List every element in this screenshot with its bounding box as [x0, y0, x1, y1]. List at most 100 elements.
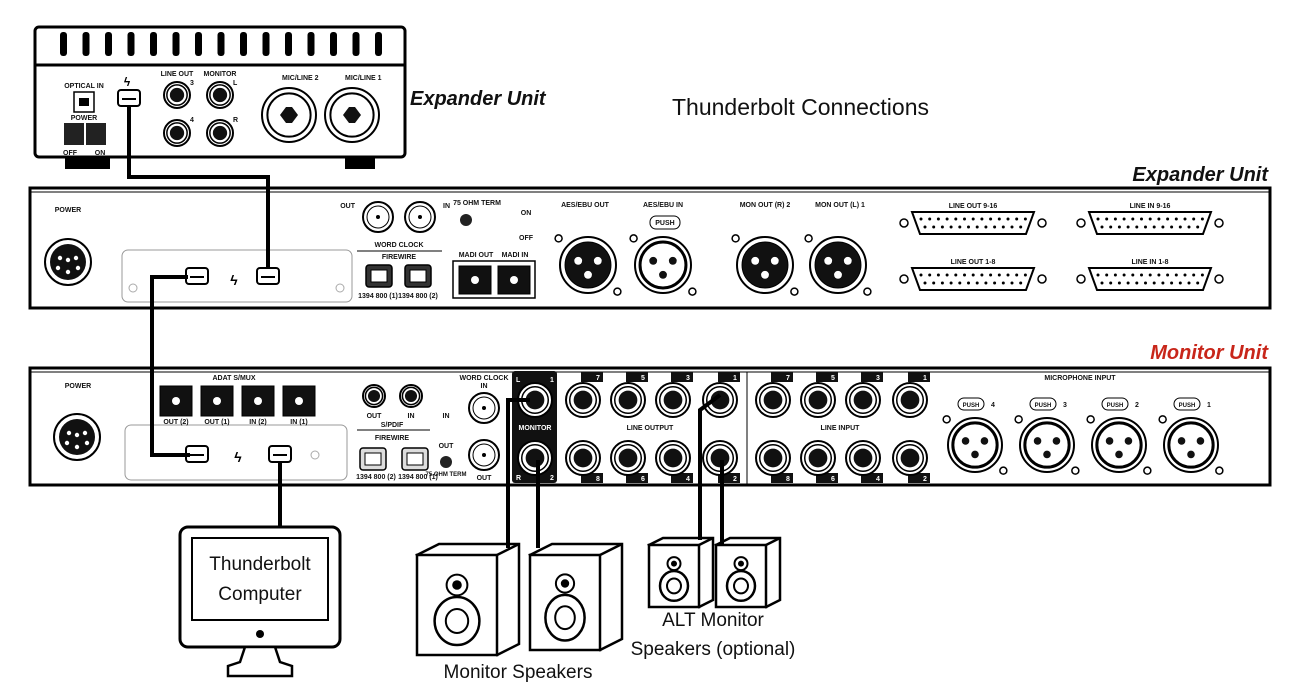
adat-port[interactable] [241, 385, 275, 417]
thunderbolt-port-2[interactable] [256, 267, 280, 285]
thunderbolt-icon: ϟ [124, 75, 131, 89]
wc-in-label: IN [443, 203, 450, 210]
spdif-out-jack[interactable] [362, 384, 386, 408]
mic-number: 2 [1135, 402, 1139, 409]
line-input-6-jack[interactable] [800, 440, 836, 476]
line-output-4-jack[interactable] [655, 440, 691, 476]
adat-label: ADAT S/MUX [212, 375, 255, 382]
mic-line-1-input[interactable] [324, 87, 380, 143]
mic-input-1[interactable] [1158, 415, 1224, 475]
aes-in-label: AES/EBU IN [643, 202, 683, 209]
firewire-port-1[interactable] [401, 447, 429, 471]
word-clock-in-bnc[interactable] [468, 392, 500, 424]
madi-out-port[interactable] [458, 265, 492, 295]
power-label: POWER [71, 115, 97, 122]
line-input-2-jack[interactable] [892, 440, 928, 476]
thunderbolt-port-1[interactable] [185, 267, 209, 285]
line-output-3-jack[interactable] [655, 382, 691, 418]
thunderbolt-port-2[interactable] [268, 445, 292, 463]
thunderbolt-icon: ϟ [230, 272, 238, 288]
port-number: 4 [686, 476, 690, 483]
line-in-1-8-port[interactable] [1076, 267, 1224, 291]
line-output-1-jack[interactable] [702, 382, 738, 418]
line-input-3-jack[interactable] [845, 382, 881, 418]
aes-ebu-in[interactable] [629, 234, 697, 296]
wc-out-label: OUT [477, 475, 493, 482]
port-number: 3 [686, 375, 690, 382]
line-output-5-jack[interactable] [610, 382, 646, 418]
line-out-9-16-port[interactable] [899, 211, 1047, 235]
term-label: 75 OHM TERM [453, 200, 501, 207]
screw-icon [1214, 218, 1224, 228]
aes-ebu-out[interactable] [554, 234, 622, 296]
mon-out-l[interactable] [804, 234, 872, 296]
adat-port[interactable] [282, 385, 316, 417]
word-clock-out-bnc[interactable] [362, 201, 394, 233]
expander-rack-title: Expander Unit [1132, 164, 1269, 186]
firewire-port-1[interactable] [365, 264, 393, 288]
foot [345, 157, 375, 169]
monitor-l-jack[interactable] [517, 382, 553, 418]
word-clock-out-bnc[interactable] [468, 439, 500, 471]
wc-out-label: OUT [340, 203, 356, 210]
port-number: 6 [831, 476, 835, 483]
madi-in-port[interactable] [497, 265, 531, 295]
line-out-9-16-label: LINE OUT 9-16 [949, 203, 998, 210]
on-label: ON [95, 150, 106, 157]
term-switch[interactable] [440, 456, 452, 468]
line-input-7-jack[interactable] [755, 382, 791, 418]
power-input[interactable] [53, 413, 101, 461]
line-out-3-jack[interactable] [163, 81, 191, 109]
line-output-8-jack[interactable] [565, 440, 601, 476]
line-in-9-16-port[interactable] [1076, 211, 1224, 235]
word-clock-in-bnc[interactable] [404, 201, 436, 233]
mic-input-4[interactable] [942, 415, 1008, 475]
line-input-4-jack[interactable] [845, 440, 881, 476]
line-input-5-jack[interactable] [800, 382, 836, 418]
monitor-speaker-left [415, 542, 521, 657]
monitor-r-jack[interactable] [206, 119, 234, 147]
monitor-r-jack[interactable] [517, 440, 553, 476]
mic-line-2-label: MIC/LINE 2 [282, 75, 319, 82]
push-label: PUSH [1179, 403, 1196, 409]
adat-port[interactable] [159, 385, 193, 417]
spdif-out-label: OUT [367, 413, 383, 420]
screw-icon [629, 234, 638, 243]
screw-icon [1215, 466, 1224, 475]
monitor-speakers-caption: Monitor Speakers [444, 662, 593, 683]
line-out-4-jack[interactable] [163, 119, 191, 147]
computer-label-line1: Thunderbolt [209, 554, 311, 575]
screw-icon [899, 218, 909, 228]
vent-slot [285, 32, 292, 56]
line-out-1-8-label: LINE OUT 1-8 [951, 259, 996, 266]
line-input-8-jack[interactable] [755, 440, 791, 476]
mic-input-3[interactable] [1014, 415, 1080, 475]
firewire-port-2[interactable] [359, 447, 387, 471]
term-switch[interactable] [460, 214, 472, 226]
line-output-6-jack[interactable] [610, 440, 646, 476]
vent-slot [82, 32, 90, 56]
power-input[interactable] [44, 238, 92, 286]
spdif-in-jack[interactable] [399, 384, 423, 408]
line-out-1-8-port[interactable] [899, 267, 1047, 291]
mon-out-r[interactable] [731, 234, 799, 296]
line-output-2-jack[interactable] [702, 440, 738, 476]
vent-slot [307, 32, 315, 56]
screw-icon [999, 466, 1008, 475]
screw-icon [1143, 466, 1152, 475]
mic-line-2-input[interactable] [261, 87, 317, 143]
monitor-l-jack[interactable] [206, 81, 234, 109]
expander-unit-small: OPTICAL IN POWER OFF ON ϟ LINE OUT MONIT… [33, 25, 407, 169]
power-switch-off[interactable] [64, 123, 84, 145]
port-number: 2 [733, 476, 737, 483]
mic-input-2[interactable] [1086, 415, 1152, 475]
power-switch-on[interactable] [86, 123, 106, 145]
firewire-port-2[interactable] [404, 264, 432, 288]
line-output-label: LINE OUTPUT [627, 425, 674, 432]
line-input-1-jack[interactable] [892, 382, 928, 418]
port-number: 3 [876, 375, 880, 382]
adat-port[interactable] [200, 385, 234, 417]
port-number: 8 [786, 476, 790, 483]
screw-icon [863, 287, 872, 296]
line-output-7-jack[interactable] [565, 382, 601, 418]
